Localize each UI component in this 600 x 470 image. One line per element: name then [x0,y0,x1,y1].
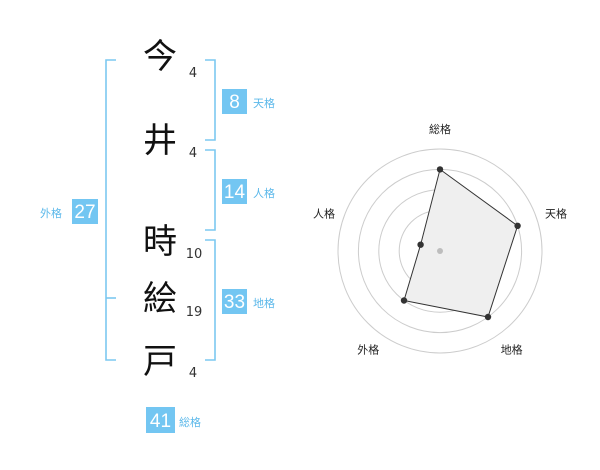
gaikaku-badge: 27 外格 [40,199,98,224]
radar-area [403,168,519,318]
radar-axis-label-2: 天格 [545,206,567,220]
tenkaku-value: 8 [229,92,240,113]
chikaku-badge: 33 地格 [222,289,275,314]
jinkaku-label: 人格 [253,186,275,200]
tenkaku-badge: 8 天格 [222,89,275,114]
radar-point-4 [400,297,408,304]
soukaku-badge: 41 総格 [146,407,201,433]
stroke-count-4: 19 [186,305,203,320]
radar-axis-label-4: 外格 [357,343,379,357]
stroke-count-5: 4 [189,366,197,381]
bracket-tenkaku [205,59,216,141]
jinkaku-value: 14 [224,182,246,203]
stroke-count-3: 10 [186,247,203,262]
name-char-4: 絵 [143,279,177,319]
radar-axis-label-5: 人格 [313,206,335,220]
soukaku-value: 41 [150,411,171,432]
chikaku-value: 33 [224,292,245,313]
radar-point-5 [417,241,424,248]
soukaku-label: 総格 [179,415,201,429]
radar-point-1 [436,166,444,173]
radar-center [437,248,443,254]
name-char-1: 今 [143,37,177,77]
bracket-jinkaku [205,149,216,231]
radar-axis-label-1: 総格 [429,122,451,136]
radar-point-3 [484,313,492,321]
radar-point-2 [514,222,521,229]
gaikaku-label: 外格 [40,206,62,220]
bracket-chikaku [205,239,216,361]
name-char-3: 時 [143,222,177,262]
name-panel: 今 4 井 4 時 10 絵 19 戸 4 8 天格 14 人格 33 地格 2… [40,37,275,433]
stroke-count-2: 4 [189,146,197,161]
name-char-5: 戸 [143,342,177,382]
stroke-count-1: 4 [189,66,197,81]
tenkaku-label: 天格 [253,96,275,110]
jinkaku-badge: 14 人格 [222,179,275,204]
name-char-2: 井 [143,121,177,161]
gaikaku-value: 27 [74,202,95,223]
chikaku-label: 地格 [253,296,275,310]
radar-ring-5 [337,148,543,354]
radar-axis-label-3: 地格 [501,343,523,357]
bracket-gaikaku-upper [105,59,116,361]
